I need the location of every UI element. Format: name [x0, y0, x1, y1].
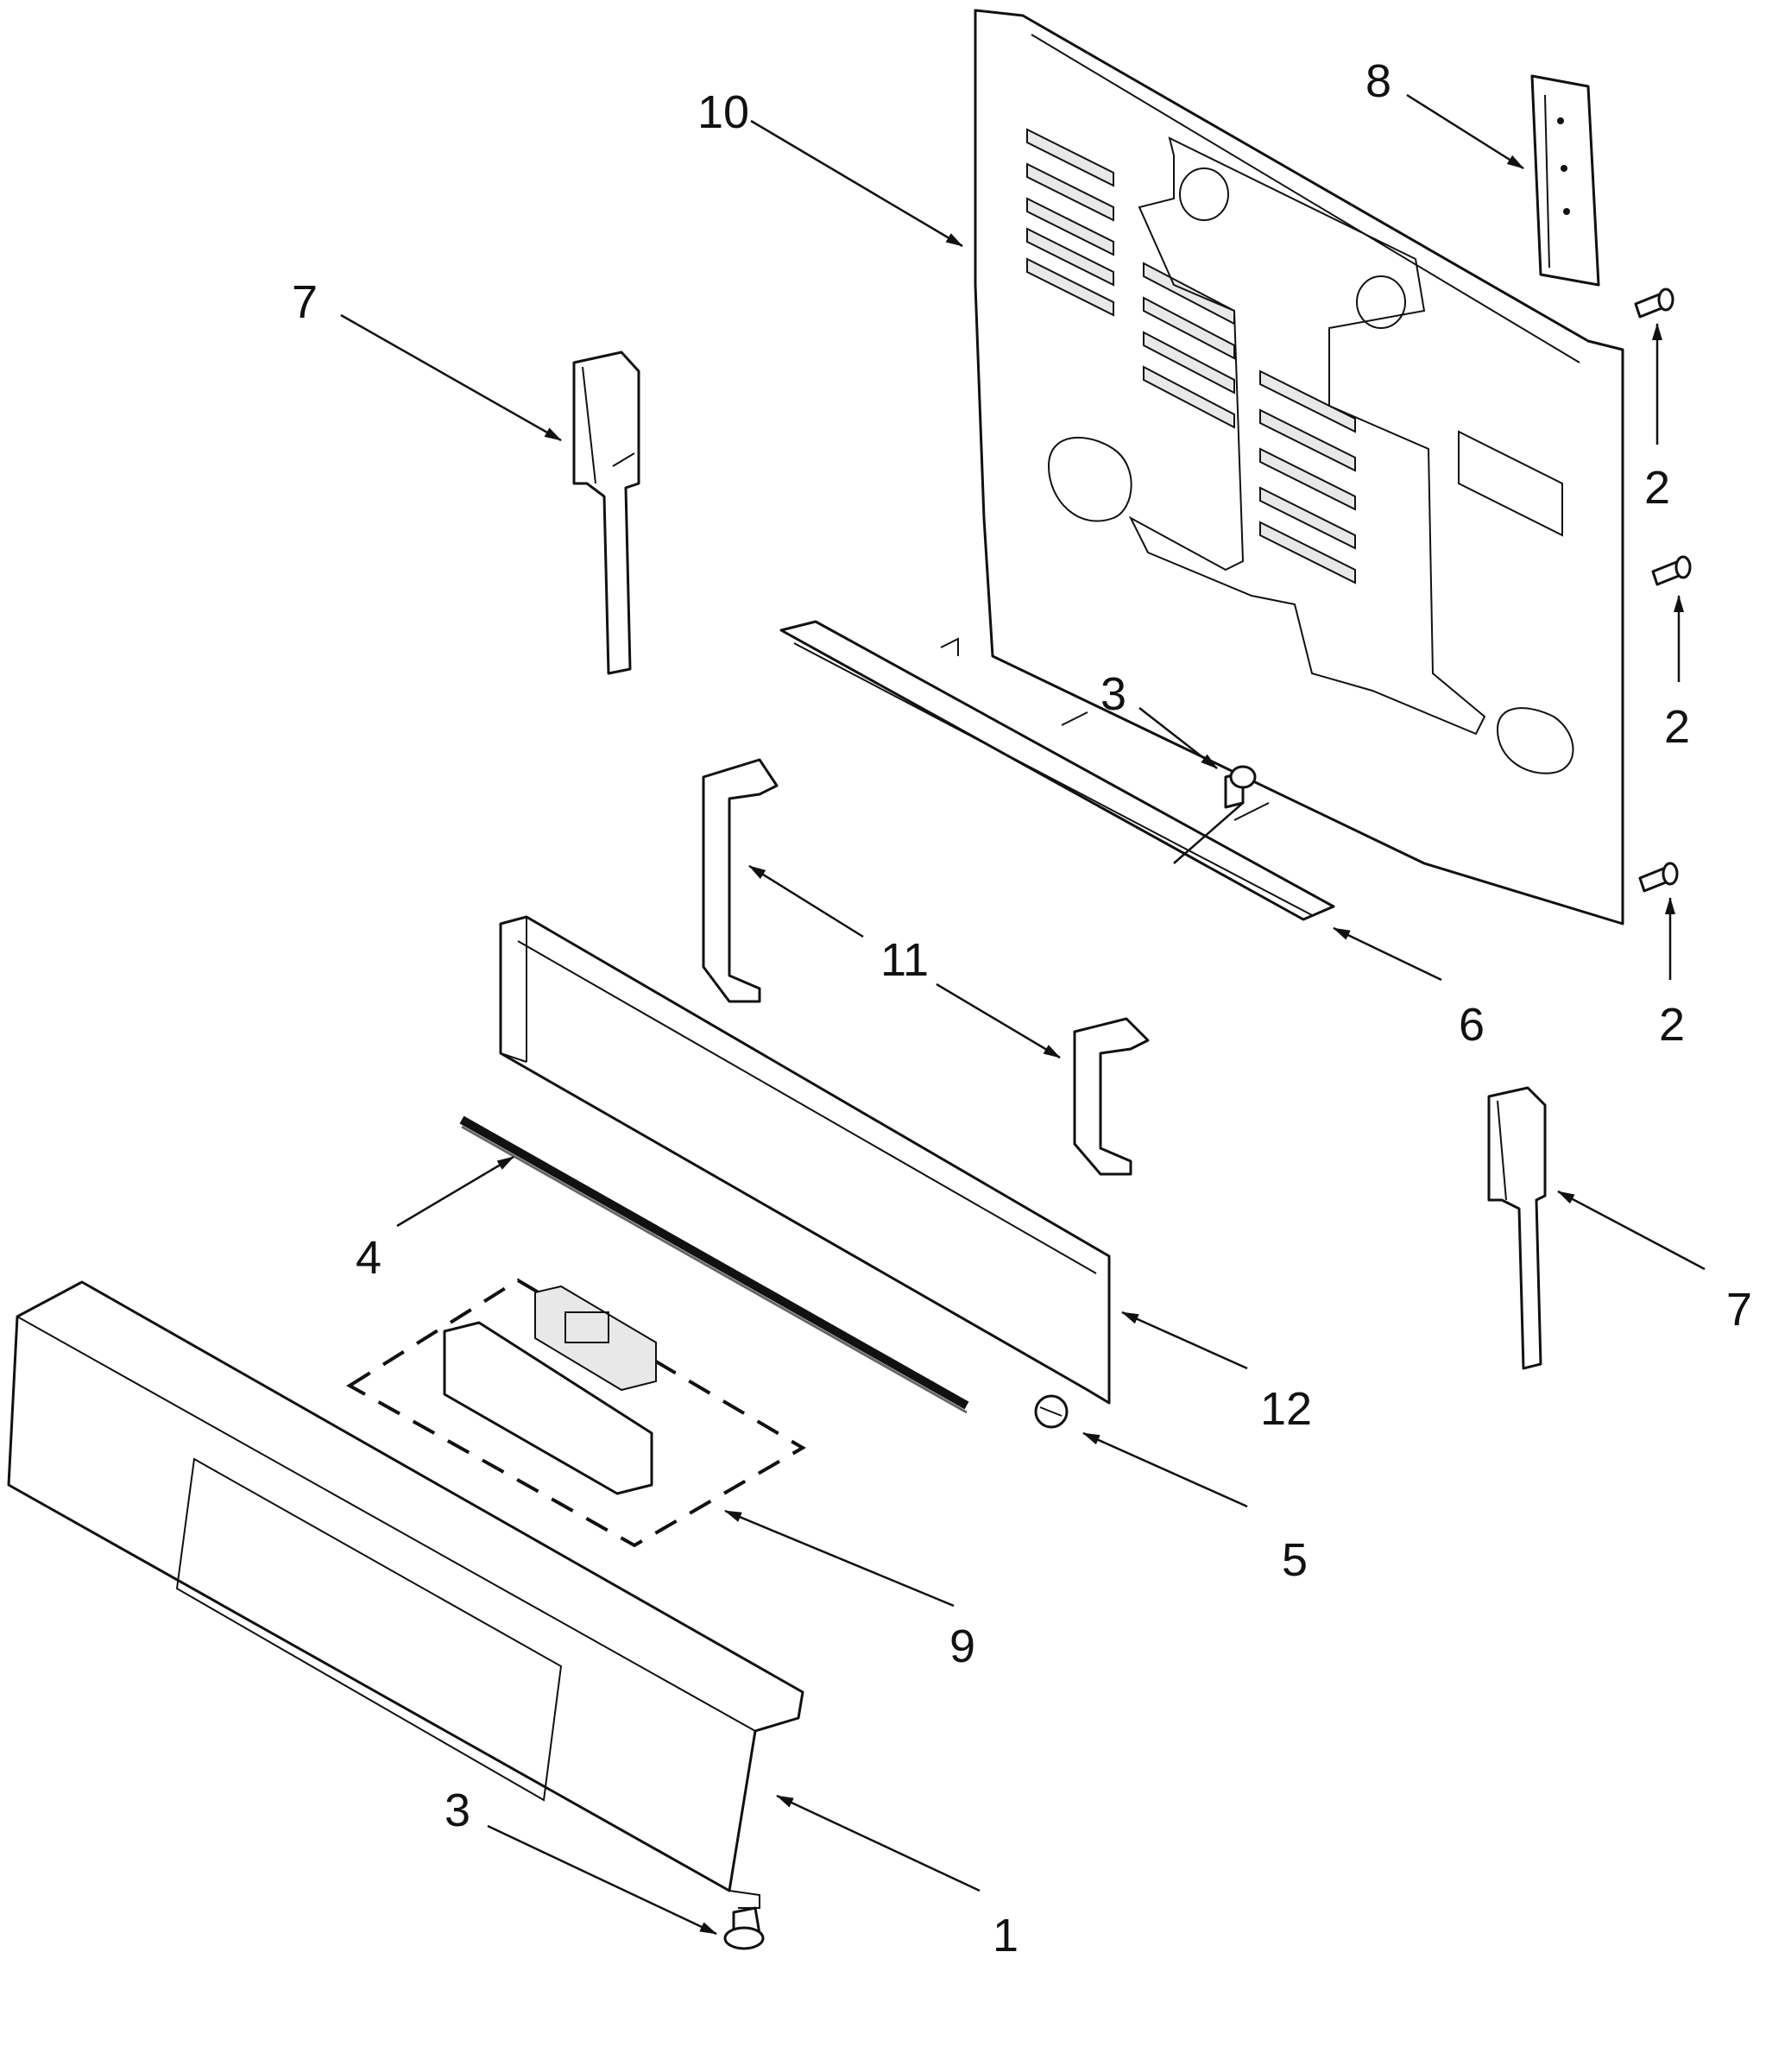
- callout-7-left: 7: [292, 276, 318, 328]
- leader-1: [776, 1794, 981, 1892]
- callout-5: 5: [1282, 1534, 1308, 1586]
- leader-3-bottom: [487, 1824, 717, 1936]
- leader-8: [1406, 93, 1524, 170]
- back-panel-part-10: [974, 9, 1624, 925]
- louvers-center: [1259, 370, 1356, 584]
- bracket-part-8: [1530, 74, 1600, 287]
- screw-line-3-top: [1173, 802, 1244, 864]
- callout-8: 8: [1365, 55, 1391, 107]
- callout-3-bottom: 3: [445, 1785, 470, 1836]
- leader-11-right: [936, 982, 1061, 1059]
- callout-4: 4: [356, 1232, 382, 1284]
- leader-7-left: [340, 313, 562, 442]
- callout-6: 6: [1459, 999, 1485, 1051]
- callout-2-top: 2: [1644, 462, 1670, 514]
- callout-11: 11: [880, 934, 929, 986]
- side-bracket-part-7-right: [1487, 1086, 1547, 1370]
- leader-4: [396, 1155, 514, 1228]
- callout-2-bottom: 2: [1659, 999, 1685, 1051]
- screw-part-5: [1034, 1394, 1069, 1429]
- side-bracket-part-7-left: [572, 351, 640, 675]
- screw-part-2-bottom: [1638, 862, 1679, 893]
- callout-9: 9: [949, 1620, 975, 1672]
- callout-10: 10: [697, 86, 749, 138]
- screw-part-2-top: [1634, 287, 1674, 319]
- callout-2-middle: 2: [1664, 701, 1690, 753]
- leader-lines: [340, 93, 1706, 1936]
- callout-3-top: 3: [1100, 668, 1126, 720]
- leader-12: [1121, 1311, 1248, 1370]
- leader-6: [1333, 926, 1442, 982]
- louvers-left: [1026, 128, 1235, 429]
- seal-part-4: [459, 1115, 969, 1414]
- control-board-part-9: [346, 1278, 806, 1548]
- callout-1: 1: [993, 1910, 1018, 1961]
- leader-9: [724, 1509, 955, 1608]
- screw-part-3-top: [1224, 765, 1257, 809]
- bracket-part-11-left: [702, 758, 779, 1003]
- callouts: 10 8 7 2 2 2 3 11 6 4 7 12 5 9 3 1: [292, 55, 1752, 1961]
- screw-part-2-middle: [1651, 555, 1692, 586]
- callout-12: 12: [1260, 1383, 1312, 1435]
- screw-part-3-bottom: [723, 1906, 765, 1950]
- panel-part-12: [499, 915, 1111, 1405]
- console-part-1: [7, 1280, 804, 1909]
- bracket-part-11-right: [1073, 1017, 1150, 1176]
- leader-5: [1082, 1431, 1248, 1508]
- leader-3-top: [1138, 707, 1218, 769]
- leader-7-right: [1557, 1190, 1706, 1271]
- callout-7-right: 7: [1726, 1284, 1752, 1336]
- leader-10: [750, 119, 963, 248]
- leader-11-left: [748, 864, 864, 938]
